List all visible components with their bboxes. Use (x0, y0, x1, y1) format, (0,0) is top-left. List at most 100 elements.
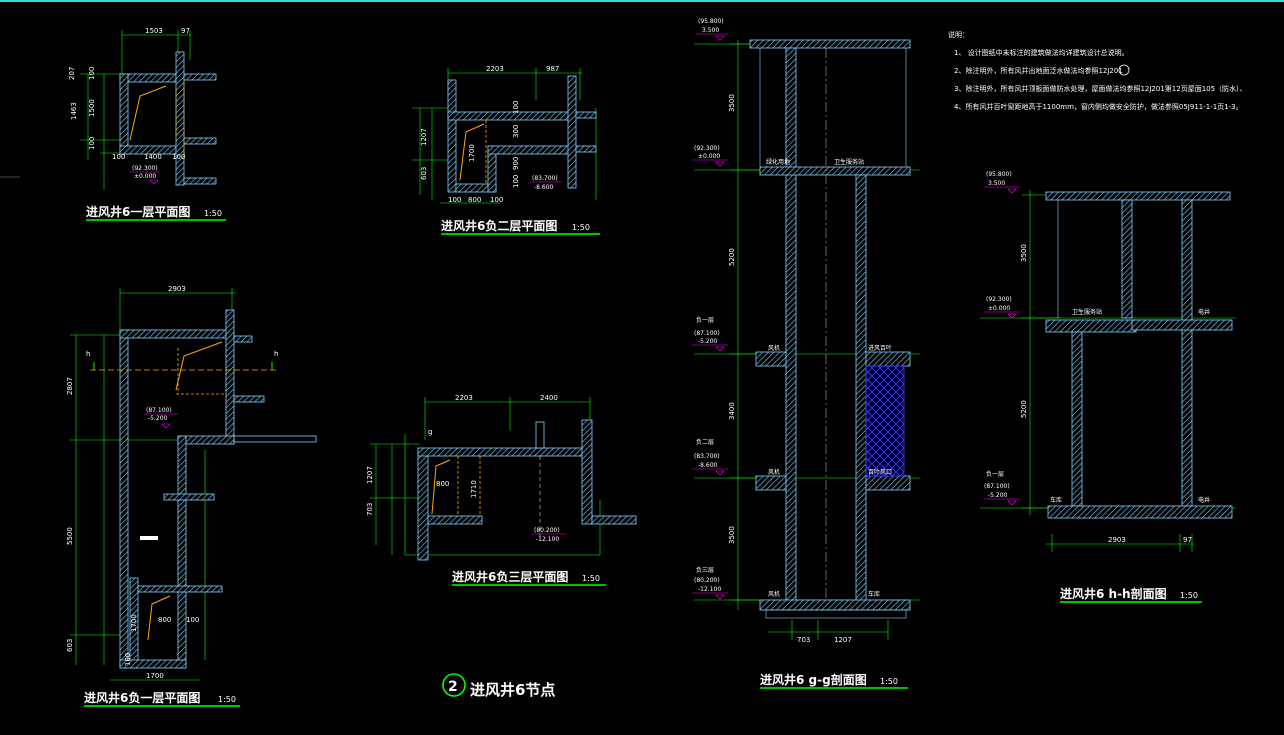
plan3-dim-bottom: 1700 (146, 672, 164, 680)
plan3-dim-inner-wall: 100 (186, 616, 199, 624)
secg-h3: 3400 (728, 402, 736, 420)
sech-lvl1-rel: ±0.000 (988, 305, 1010, 312)
plan1-dim-left1: 207 (68, 67, 76, 80)
secg-label-louver: 进风百叶 (868, 344, 892, 352)
plan3-dim-upper: 2807 (66, 377, 74, 395)
secg-title: 进风井6 g-g剖面图 (760, 672, 867, 687)
plan4-scale: 1:50 (582, 574, 600, 583)
sech-label-elec2: 电井 (1198, 496, 1210, 504)
plan2-elev-abs: (83.700) (532, 175, 558, 182)
sech-title: 进风井6 h-h剖面图 (1060, 586, 1167, 601)
sheet-title-text: 进风井6节点 (470, 681, 555, 699)
plan4-elev-abs: (80.200) (534, 527, 560, 534)
plan1-elev-rel: ±0.000 (134, 173, 156, 180)
plan1-view: 1503 97 207 100 1463 1500 100 100 1400 1… (68, 27, 226, 221)
sech-h1: 3500 (1020, 244, 1028, 262)
sech-label-elec1: 电井 (1198, 308, 1210, 316)
sech-bottom-dim1: 2903 (1108, 536, 1126, 544)
plan3-dim-bottom-wall: 100 (124, 653, 132, 666)
sech-lvl2-rel: -5.200 (988, 492, 1008, 499)
plan4-elev-rel: -12.100 (536, 536, 559, 543)
plan3-dim-width: 2903 (168, 285, 186, 293)
note-item-1: 1、 设计图纸中未标注的建筑做法均详建筑设计总说明。 (954, 48, 1129, 57)
secg-label-fan3: 风机 (768, 590, 780, 598)
secg-lvl3-rel: -8.600 (698, 462, 718, 469)
secg-h1: 3500 (728, 94, 736, 112)
notes-heading: 说明： (948, 30, 969, 39)
plan1-dim-bottom3: 100 (172, 153, 185, 161)
plan2-dim-r3: 900 (512, 157, 520, 170)
plan1-dim-left3: 1463 (70, 102, 78, 120)
secg-lvl0-abs: (95.800) (698, 18, 724, 25)
sech-scale: 1:50 (1180, 591, 1198, 600)
plan3-elev-abs: (87.100) (146, 407, 172, 414)
section-g-view: (95.800) 3.500 (92.300) ±0.000 负一层 (87.1… (692, 18, 920, 689)
sech-h2: 5200 (1020, 400, 1028, 418)
plan2-dim-r1: 100 (512, 101, 520, 114)
sheet-title-number: 2 (448, 679, 458, 695)
plan3-dim-lower: 5500 (66, 527, 74, 545)
secg-lvl1-rel: ±0.000 (698, 153, 720, 160)
sheet-title: 2 进风井6节点 (442, 673, 555, 699)
secg-lvl3-abs: (83.700) (694, 453, 720, 460)
plan2-dim-inner: 1700 (468, 144, 476, 162)
plan2-elev-rel: -8.600 (534, 184, 554, 191)
secg-label-vent: 百叶风口 (868, 468, 892, 476)
plan2-dim-wall: 987 (546, 65, 559, 73)
secg-h2: 5200 (728, 248, 736, 266)
plan2-dim-b2: 800 (468, 196, 481, 204)
plan3-elev-rel: -5.200 (148, 415, 168, 422)
note-item-2: 2、除注明外，所有风井出地面泛水做法均参照12J201 (954, 66, 1123, 75)
plan1-dim-width: 1503 (145, 27, 163, 35)
plan4-dim-right-width: 2400 (540, 394, 558, 402)
plan2-dim-b1: 100 (448, 196, 461, 204)
plan2-title: 进风井6负二层平面图 (441, 218, 557, 233)
sech-bottom-dim2: 97 (1183, 536, 1192, 544)
secg-label-greenland: 绿化用地 (766, 158, 790, 166)
window-top-border (0, 0, 1284, 2)
secg-label-fan2: 风机 (768, 468, 780, 476)
plan1-elev-abs: (92.300) (132, 165, 158, 172)
sech-lvl2-name: 负一层 (986, 470, 1004, 478)
secg-lvl4-abs: (80.200) (694, 577, 720, 584)
sech-label-health-station: 卫生服务站 (1072, 308, 1102, 316)
plan1-dim-bottom2: 1400 (144, 153, 162, 161)
plan4-dim-left-width: 2203 (455, 394, 473, 402)
plan4-dim-inner-h: 1710 (470, 480, 478, 498)
note-item-4: 4、所有风井百叶窗距地高于1100mm，窗内侧均做安全防护，做法参照05J911… (954, 102, 1243, 111)
sech-label-garage: 车库 (1050, 496, 1062, 504)
plan1-title: 进风井6一层平面图 (86, 204, 190, 219)
secg-lvl2-abs: (87.100) (694, 330, 720, 337)
plan4-dim-inner: 800 (436, 480, 449, 488)
plan4-dim-lower: 703 (366, 503, 374, 516)
secg-lvl4-name: 负三层 (696, 566, 714, 574)
plan3-scale: 1:50 (218, 695, 236, 704)
sech-lvl2-abs: (87.100) (984, 483, 1010, 490)
secg-lvl0-rel: 3.500 (702, 27, 719, 34)
plan1-dim-left5: 100 (88, 137, 96, 150)
plan2-view: 2203 987 1207 603 1700 100 800 100 100 3… (412, 65, 600, 235)
plan3-view: 2903 2807 5500 603 1700 800 100 1700 100… (66, 285, 317, 707)
secg-lvl2-rel: -5.200 (698, 338, 718, 345)
plan1-dim-left2: 100 (88, 67, 96, 80)
plan1-dim-left4: 1500 (88, 99, 96, 117)
secg-bottom-dim1: 703 (797, 636, 810, 644)
sech-lvl1-abs: (92.300) (986, 296, 1012, 303)
secg-bottom-dim2: 1207 (834, 636, 852, 644)
secg-lvl1-abs: (92.300) (694, 145, 720, 152)
plan2-dim-b3: 100 (490, 196, 503, 204)
secg-scale: 1:50 (880, 677, 898, 686)
secg-lvl4-rel: -12.100 (698, 586, 721, 593)
plan4-title: 进风井6负三层平面图 (452, 569, 568, 584)
sech-lvl0-abs: (95.800) (986, 171, 1012, 178)
notes-block: 说明： 1、 设计图纸中未标注的建筑做法均详建筑设计总说明。 2、除注明外，所有… (948, 30, 1247, 111)
plan3-dim-inner-w: 800 (158, 616, 171, 624)
plan2-dim-left2: 603 (420, 167, 428, 180)
plan4-dim-upper: 1207 (366, 466, 374, 484)
note-item-3: 3、除注明外，所有风井顶板面做防水处理，屋面做法均参照12J201第12页屋面1… (954, 84, 1247, 93)
plan3-cut-left: h (86, 350, 90, 358)
secg-lvl3-name: 负二层 (696, 438, 714, 446)
section-h-view: (95.800) 3.500 (92.300) ±0.000 负一层 (87.1… (980, 171, 1236, 603)
